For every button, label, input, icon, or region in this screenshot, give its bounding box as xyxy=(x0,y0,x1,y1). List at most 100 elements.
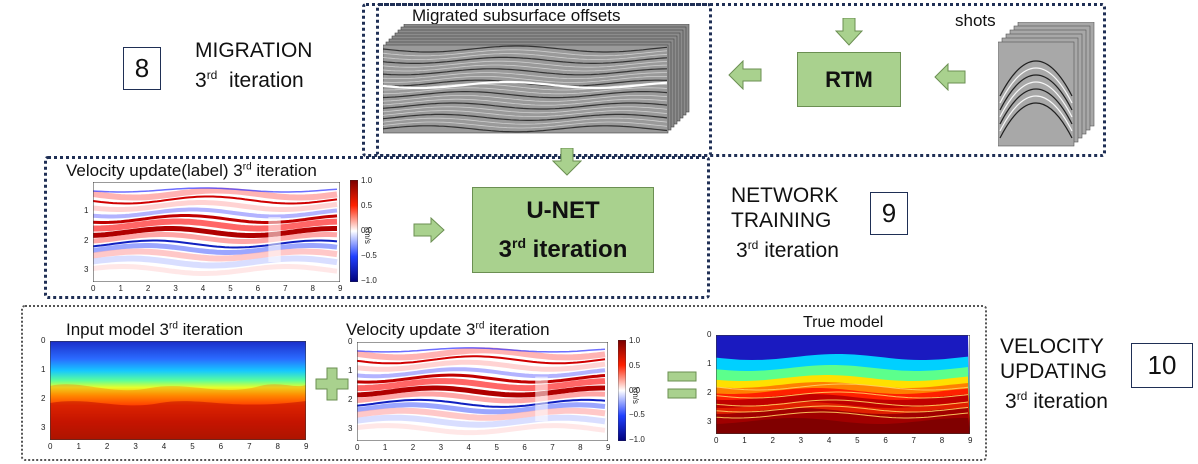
seismic-reflector xyxy=(383,106,668,114)
velocity-band xyxy=(93,200,338,212)
x-tick-label: 8 xyxy=(310,284,315,293)
offsets-title: Migrated subsurface offsets xyxy=(412,6,621,25)
velocity-band xyxy=(357,347,606,361)
plus-icon xyxy=(315,367,349,401)
colorbar-unit-label: km/s xyxy=(363,227,372,244)
velocity-label-panel-title: Velocity update(label) 3rd iteration xyxy=(66,161,317,180)
x-tick-label: 5 xyxy=(190,442,195,451)
seismic-reflector xyxy=(383,56,668,64)
x-tick-label: 0 xyxy=(355,443,360,452)
colorbar-tick-label: 0.5 xyxy=(629,360,641,370)
x-tick-label: 0 xyxy=(91,284,96,293)
velocity-band xyxy=(357,367,606,379)
velocity-band xyxy=(357,378,606,392)
seismic-reflector xyxy=(383,125,668,133)
colorbar-tick-label: −1.0 xyxy=(361,276,377,285)
training-region xyxy=(44,156,710,299)
seismic-reflector xyxy=(383,117,668,125)
shot-section xyxy=(998,41,1075,147)
arrow-label-to-unet xyxy=(413,217,445,243)
y-tick-label: 1 xyxy=(707,359,712,369)
arrow-offsets-to-unet xyxy=(552,148,582,176)
x-tick-label: 9 xyxy=(968,436,973,445)
shot-hyperbola xyxy=(999,67,1073,104)
x-tick-label: 5 xyxy=(228,284,233,293)
seismic-reflector xyxy=(383,113,668,121)
velocity-band xyxy=(357,391,606,404)
velocity-band xyxy=(357,423,606,436)
velocity-band xyxy=(357,355,606,365)
velocity-updating-label: VELOCITY UPDATING 3rd iteration xyxy=(1000,335,1108,413)
velocity-label-panel-image xyxy=(93,182,340,282)
seismic-reflector xyxy=(383,102,668,110)
colorbar-unit-label: km/s xyxy=(631,386,640,404)
shots-label: shots xyxy=(955,11,996,30)
x-tick-label: 0 xyxy=(48,442,53,451)
y-tick-label: 1 xyxy=(84,206,89,216)
y-tick-label: 3 xyxy=(41,423,46,433)
colorbar-tick-label: 1.0 xyxy=(361,176,373,185)
y-tick-label: 3 xyxy=(348,424,353,434)
velocity-band xyxy=(357,402,606,415)
velocity-band xyxy=(93,187,338,201)
x-tick-label: 1 xyxy=(76,442,81,451)
colorbar-tick-label: 0.0 xyxy=(629,385,641,395)
layer-reflector xyxy=(716,411,969,419)
equals-icon xyxy=(667,371,697,399)
velocity-band xyxy=(93,239,338,249)
layer-reflector xyxy=(716,391,969,399)
velocity-band xyxy=(93,255,338,269)
x-tick-label: 4 xyxy=(161,442,167,451)
x-tick-label: 6 xyxy=(522,443,527,452)
fault-zone xyxy=(268,217,281,262)
x-tick-label: 9 xyxy=(304,442,309,451)
seismic-reflector xyxy=(383,68,668,76)
input-model-panel-title: Input model 3rd iteration xyxy=(66,320,244,339)
colorbar-tick-label: −0.5 xyxy=(629,410,645,420)
y-tick-label: 2 xyxy=(707,388,712,398)
seismic-reflector xyxy=(383,49,668,57)
colorbar-tick-label: −1.0 xyxy=(629,435,645,444)
x-tick-label: 1 xyxy=(382,443,388,452)
x-tick-label: 3 xyxy=(173,284,178,293)
seismic-reflector xyxy=(383,87,668,95)
layer-reflector xyxy=(716,405,969,413)
colorbar-tick-label: 0.0 xyxy=(361,226,373,235)
seismic-reflector xyxy=(383,98,668,106)
x-tick-label: 2 xyxy=(770,436,775,445)
x-tick-label: 8 xyxy=(578,443,583,452)
rtm-box: RTM xyxy=(797,52,901,107)
x-tick-label: 7 xyxy=(283,284,288,293)
y-tick-label: 2 xyxy=(84,235,89,245)
x-tick-label: 4 xyxy=(826,436,832,445)
x-tick-label: 2 xyxy=(410,443,416,452)
shot-hyperbola xyxy=(999,95,1073,132)
colorbar-tick-label: 1.0 xyxy=(629,336,641,345)
step-number-9: 9 xyxy=(870,192,908,235)
colorbar-tick-label: −0.5 xyxy=(361,251,377,260)
y-tick-label: 0 xyxy=(41,336,46,345)
x-tick-label: 7 xyxy=(550,443,555,452)
migration-label: MIGRATION 3rd iteration xyxy=(195,39,313,92)
shots-gather-image xyxy=(998,22,1095,147)
velocity-update-panel-title: Velocity update 3rd iteration xyxy=(346,320,550,339)
x-tick-label: 7 xyxy=(247,442,252,451)
velocity-band xyxy=(357,373,606,384)
shot-hyperbola xyxy=(999,60,1073,97)
true-model-panel-image xyxy=(716,335,970,434)
velocity-band xyxy=(357,414,606,428)
rtm-region xyxy=(376,3,1106,157)
x-tick-label: 7 xyxy=(911,436,916,445)
velocity-band xyxy=(93,207,338,219)
x-tick-label: 2 xyxy=(104,442,110,451)
colorbar-tick-label: 0.5 xyxy=(361,201,373,210)
x-tick-label: 3 xyxy=(438,443,444,452)
fault-zone xyxy=(535,376,548,422)
velocity-band xyxy=(93,218,338,232)
layer-reflector xyxy=(716,383,969,391)
y-tick-label: 0 xyxy=(348,337,353,346)
velocity-band xyxy=(93,214,338,224)
velocity-band xyxy=(93,243,338,255)
x-tick-label: 6 xyxy=(883,436,888,445)
seismic-reflector xyxy=(383,45,668,53)
